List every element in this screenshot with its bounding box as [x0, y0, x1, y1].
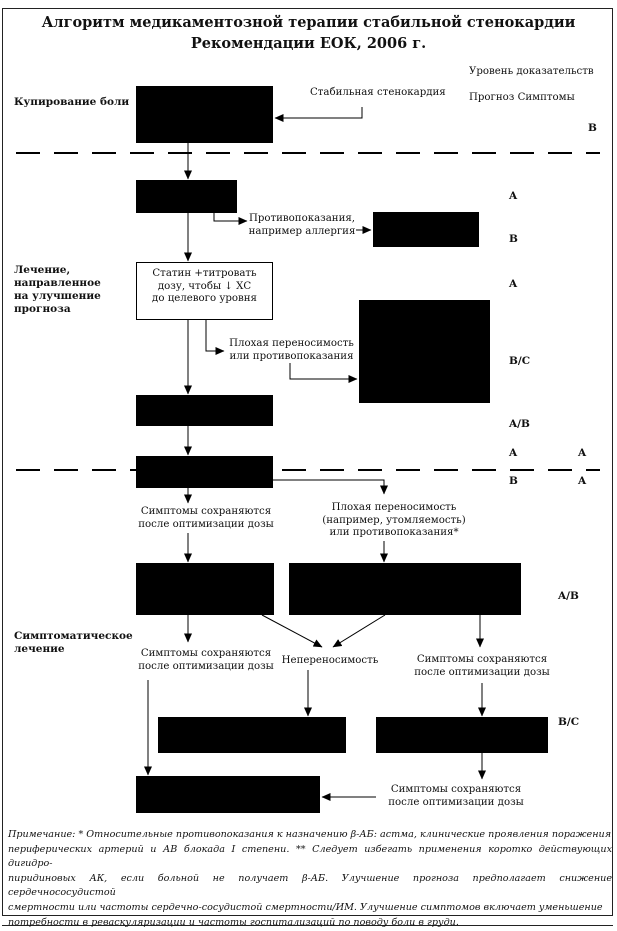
figure-frame [2, 8, 613, 916]
section-pain-relief: Купирование боли [14, 96, 130, 108]
evidence-ace-inhibitor: A/B [509, 418, 530, 430]
arrow-alt-intolerance [332, 614, 386, 648]
label-symptoms-persist-1: Симптомы сохраняются после оптимизации д… [126, 506, 286, 531]
symptoms-persist-4-line: Симптомы сохраняются [390, 784, 522, 795]
section-symptomatic: Симптоматическое лечение [14, 630, 133, 656]
box-clopidogrel [373, 212, 479, 247]
evidence-header-columns: Прогноз Симптомы [469, 92, 575, 103]
arrow-intolerance [205, 320, 225, 355]
label-symptoms-persist-2: Симптомы сохраняются после оптимизации д… [126, 648, 286, 673]
evidence-bb-1-prognosis: A [509, 447, 518, 459]
footnote-line: потребности в реваскуляризации и частоты… [8, 916, 459, 928]
evidence-pain-relief: B [588, 122, 597, 134]
intolerance-2-line: (например, утомляемость) [322, 514, 466, 526]
evidence-statin: A [509, 278, 518, 290]
footnote-line: периферических артерий и АВ блокада I ст… [8, 843, 612, 870]
evidence-second-line: B/C [558, 716, 580, 728]
box-second-line-2 [376, 717, 548, 753]
symptoms-persist-2-line: Симптомы сохраняются [140, 648, 272, 659]
evidence-combo: A/B [558, 590, 579, 602]
box-revascularization [136, 776, 320, 813]
label-intolerance-1: Плохая переносимость или противопоказани… [225, 338, 358, 363]
section-symptomatic-line: лечение [14, 643, 65, 655]
symptoms-persist-3-line: после оптимизации дозы [414, 666, 550, 678]
box-combination-therapy [136, 563, 274, 615]
statin-text-line: до целевого уровня [152, 293, 257, 304]
section-prognosis-line: направленное [14, 277, 101, 289]
evidence-alt-lipid: B/C [509, 355, 531, 367]
box-aspirin [136, 180, 237, 213]
statin-text-line: Статин +титровать [152, 268, 257, 279]
arrow-stable-angina [274, 107, 363, 122]
symptoms-persist-4-line: после оптимизации дозы [388, 796, 524, 808]
box-beta-blocker [136, 456, 273, 488]
box-statin: Статин +титровать дозу, чтобы ↓ ХС до це… [136, 262, 273, 320]
intolerance-2-line: или противопоказания* [329, 527, 459, 538]
section-prognosis-line: прогноза [14, 303, 71, 315]
box-second-line-1 [158, 717, 346, 753]
symptoms-persist-1-line: Симптомы сохраняются [140, 506, 272, 517]
footnote-line: Примечание: * Относительные противопоказ… [8, 829, 612, 840]
section-prognosis-line: на улучшение [14, 290, 101, 302]
label-intolerance-3: Непереносимость [280, 655, 380, 668]
title-line-1: Алгоритм медикаментозной терапии стабиль… [41, 14, 576, 31]
label-stable-angina: Стабильная стенокардия [310, 87, 446, 100]
label-symptoms-persist-4: Симптомы сохраняются после оптимизации д… [376, 784, 536, 809]
contra-allergy-line: Противопоказания, [248, 213, 356, 224]
intolerance-1-line: или противопоказания [229, 350, 354, 362]
contra-allergy-line: например аллергия [248, 225, 356, 237]
arrow-to-alt-lipid [289, 362, 358, 383]
footnote-line: смертности или частоты сердечно-сосудист… [8, 901, 603, 913]
arrow-bb-intolerance [273, 479, 388, 495]
evidence-aspirin: A [509, 190, 518, 202]
evidence-bb-2-prognosis: B [509, 475, 518, 487]
intolerance-2-line: Плохая переносимость [331, 502, 457, 513]
evidence-bb-2-symptoms: A [578, 475, 587, 487]
box-ace-inhibitor [136, 395, 273, 426]
title-line-2: Рекомендации ЕОК, 2006 г. [190, 35, 427, 52]
bottom-rule [2, 925, 613, 926]
evidence-clopidogrel: B [509, 233, 518, 245]
symptoms-persist-2-line: после оптимизации дозы [138, 660, 274, 672]
evidence-header-title: Уровень доказательств [469, 66, 594, 77]
box-alternative-lipid-therapy [359, 300, 490, 403]
label-contra-allergy: Противопоказания, например аллергия [248, 213, 356, 238]
box-alternative-first-line [289, 563, 521, 615]
section-prognosis: Лечение, направленное на улучшение прогн… [14, 264, 101, 316]
footnote-line: пиридиновых АК, если больной не получает… [8, 872, 612, 899]
evidence-bb-1-symptoms: A [578, 447, 587, 459]
symptoms-persist-3-line: Симптомы сохраняются [416, 654, 548, 665]
footnote: Примечание: * Относительные противопоказ… [8, 828, 612, 930]
arrow-contra [213, 213, 248, 225]
section-symptomatic-line: Симптоматическое [14, 630, 133, 642]
label-symptoms-persist-3: Симптомы сохраняются после оптимизации д… [402, 654, 562, 679]
dashed-separators [16, 152, 600, 471]
statin-text-line: дозу, чтобы ↓ ХС [157, 280, 252, 292]
label-intolerance-2: Плохая переносимость (например, утомляем… [314, 502, 474, 540]
intolerance-1-line: Плохая переносимость [229, 338, 354, 349]
symptoms-persist-1-line: после оптимизации дозы [138, 518, 274, 530]
box-short-acting-nitrate [136, 86, 273, 143]
arrow-combo-intolerance [261, 614, 323, 648]
section-prognosis-line: Лечение, [14, 264, 71, 276]
